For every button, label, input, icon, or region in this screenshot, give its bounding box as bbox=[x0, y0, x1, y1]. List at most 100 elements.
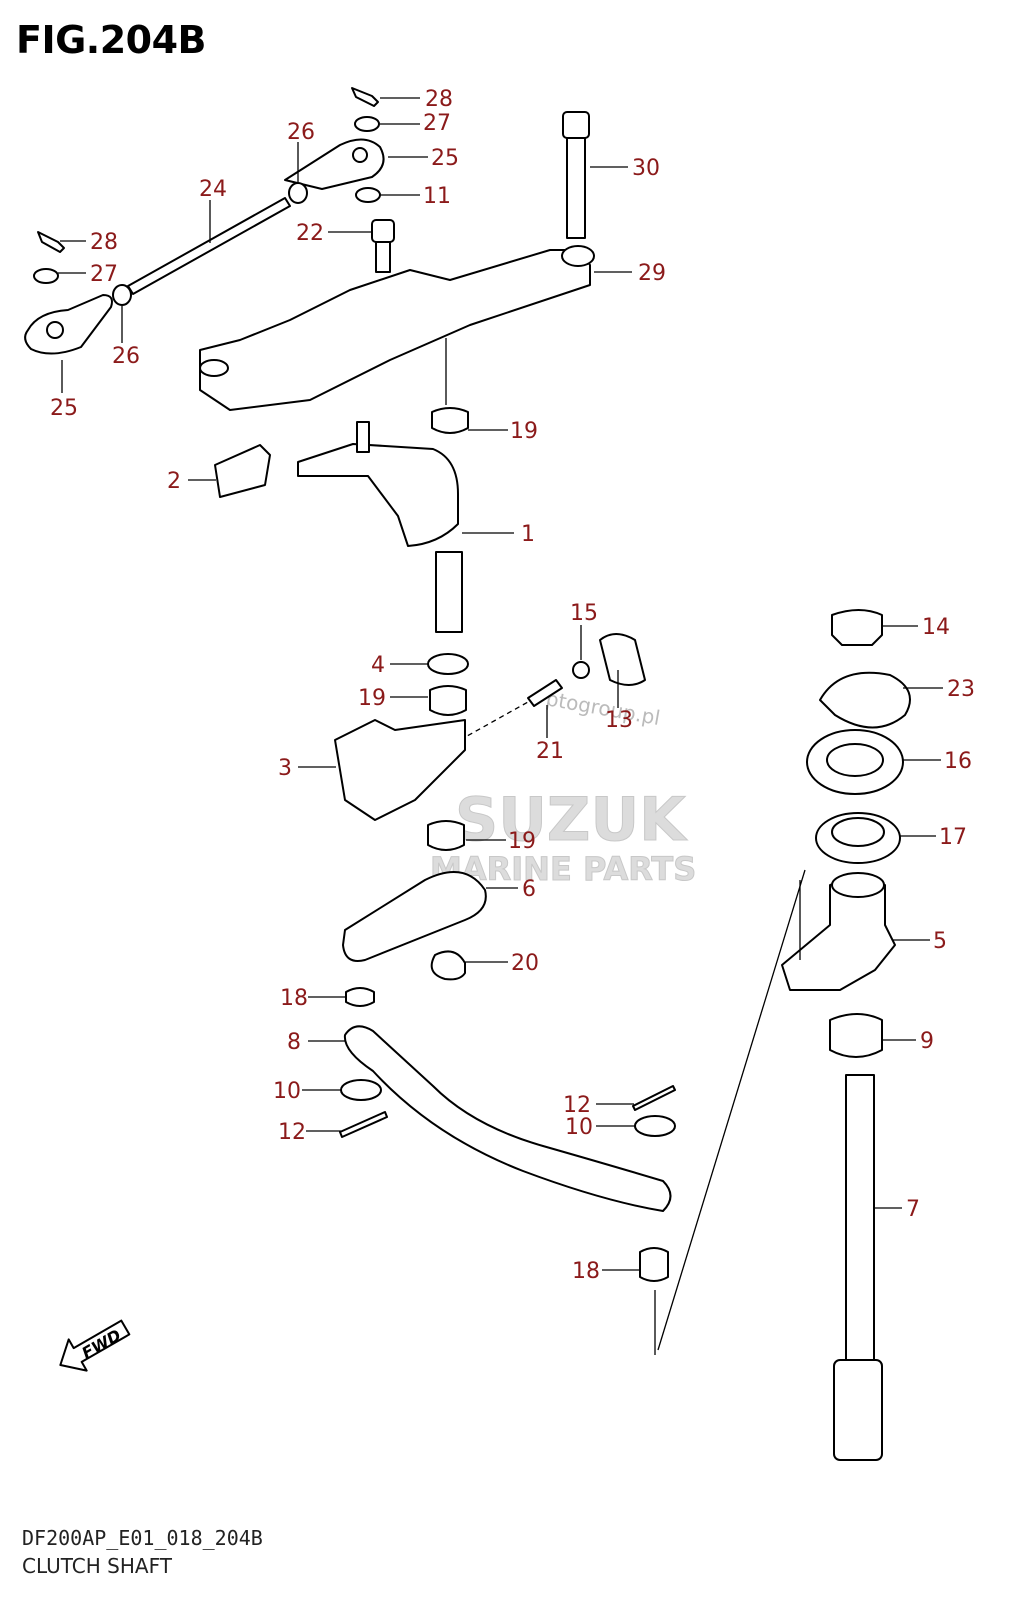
callout-14: 14 bbox=[922, 615, 950, 640]
callout-8: 8 bbox=[287, 1030, 301, 1055]
callouts bbox=[58, 97, 943, 1271]
washer-4 bbox=[427, 653, 469, 675]
washer-10-right bbox=[634, 1115, 676, 1137]
callout-27: 27 bbox=[423, 111, 451, 136]
bushing-19-lower bbox=[427, 820, 465, 851]
callout-28: 28 bbox=[425, 87, 453, 112]
bushing-19-top bbox=[431, 407, 469, 434]
callout-10: 10 bbox=[273, 1079, 301, 1104]
washer-27-left bbox=[33, 268, 59, 284]
washer-27-top bbox=[354, 116, 380, 132]
bushing-18-lower bbox=[639, 1247, 669, 1282]
callout-27: 27 bbox=[90, 262, 118, 287]
callout-17: 17 bbox=[939, 825, 967, 850]
bracket-29-boss bbox=[561, 245, 595, 267]
rod-end-left bbox=[24, 294, 113, 355]
callout-12: 12 bbox=[563, 1093, 591, 1118]
callout-26: 26 bbox=[112, 344, 140, 369]
callout-18: 18 bbox=[280, 986, 308, 1011]
callout-19: 19 bbox=[358, 686, 386, 711]
callout-22: 22 bbox=[296, 221, 324, 246]
callout-5: 5 bbox=[933, 929, 947, 954]
shift-pin bbox=[356, 421, 370, 453]
circlip-20 bbox=[430, 950, 466, 981]
cotter-12-left bbox=[339, 1111, 388, 1138]
snap-ring-23 bbox=[819, 671, 911, 729]
figure-code: DF200AP_E01_018_204B bbox=[22, 1526, 263, 1550]
callout-28: 28 bbox=[90, 230, 118, 255]
rod-end-top-hole bbox=[352, 147, 368, 163]
bearing-16-inner bbox=[826, 743, 884, 777]
callout-16: 16 bbox=[944, 749, 972, 774]
callout-30: 30 bbox=[632, 156, 660, 181]
callout-25: 25 bbox=[50, 396, 78, 421]
figure-caption: CLUTCH SHAFT bbox=[22, 1554, 172, 1578]
callout-24: 24 bbox=[199, 177, 227, 202]
callout-1: 1 bbox=[521, 522, 535, 547]
clutch-shaft-7-tip bbox=[833, 1359, 883, 1461]
callout-23: 23 bbox=[947, 677, 975, 702]
bolt-30-shank bbox=[566, 137, 586, 239]
shift-shaft bbox=[435, 551, 463, 633]
callout-25: 25 bbox=[431, 146, 459, 171]
callout-18: 18 bbox=[572, 1259, 600, 1284]
bushing-18-upper bbox=[345, 987, 375, 1007]
bushing-19-mid bbox=[429, 685, 467, 716]
callout-2: 2 bbox=[167, 469, 181, 494]
watermark-brand: SUZUK bbox=[455, 785, 688, 855]
bolt-30-head bbox=[562, 111, 590, 139]
callout-6: 6 bbox=[522, 877, 536, 902]
fwd-arrow: FWD bbox=[59, 1319, 131, 1372]
rod-end-top bbox=[284, 138, 385, 190]
callout-12: 12 bbox=[278, 1120, 306, 1145]
washer-11 bbox=[355, 187, 381, 203]
cotter-12-right bbox=[632, 1085, 676, 1111]
figure-title: FIG.204B bbox=[16, 18, 207, 62]
bracket-29-left-boss bbox=[199, 359, 229, 377]
seal-17-inner bbox=[831, 817, 885, 847]
callout-20: 20 bbox=[511, 951, 539, 976]
shift-lever-1 bbox=[297, 443, 459, 547]
callout-labels: 2827251126242827262530222919211514419132… bbox=[50, 87, 975, 1284]
nut-26-left bbox=[112, 284, 132, 306]
clutch-shaft-7 bbox=[845, 1074, 875, 1376]
callout-29: 29 bbox=[638, 261, 666, 286]
watermark: SUZUK MARINE PARTS ptogroup.pl bbox=[430, 686, 697, 888]
callout-21: 21 bbox=[536, 739, 564, 764]
threaded-rod bbox=[127, 197, 291, 295]
arm-6 bbox=[342, 871, 487, 962]
watermark-subtitle: MARINE PARTS bbox=[430, 850, 696, 888]
shift-cam-3 bbox=[334, 719, 466, 821]
clip-pin-top bbox=[351, 87, 379, 107]
clamp-2 bbox=[214, 444, 271, 498]
bolt-22-head bbox=[371, 219, 395, 243]
housing-5-top bbox=[831, 872, 885, 898]
callout-13: 13 bbox=[605, 708, 633, 733]
callout-3: 3 bbox=[278, 756, 292, 781]
callout-26: 26 bbox=[287, 120, 315, 145]
callout-15: 15 bbox=[570, 601, 598, 626]
fwd-arrow-shape bbox=[59, 1319, 131, 1372]
ball-15 bbox=[572, 661, 590, 679]
bracket-29 bbox=[199, 249, 591, 411]
rod-end-left-hole bbox=[46, 321, 64, 339]
callout-10: 10 bbox=[565, 1115, 593, 1140]
collar-9 bbox=[829, 1013, 883, 1058]
spring-21 bbox=[527, 679, 563, 707]
callout-4: 4 bbox=[371, 653, 385, 678]
watermark-url: ptogroup.pl bbox=[544, 686, 662, 730]
callout-11: 11 bbox=[423, 184, 451, 209]
nut-26-top bbox=[288, 182, 308, 204]
plug-14 bbox=[831, 609, 883, 646]
link-8 bbox=[343, 1025, 672, 1212]
callout-19: 19 bbox=[508, 829, 536, 854]
washer-10-left bbox=[340, 1079, 382, 1101]
callout-9: 9 bbox=[920, 1029, 934, 1054]
callout-7: 7 bbox=[906, 1197, 920, 1222]
housing-5 bbox=[781, 878, 896, 991]
clip-pin-left bbox=[37, 231, 65, 253]
bolt-22-shank bbox=[375, 241, 391, 273]
callout-19: 19 bbox=[510, 419, 538, 444]
sleeve-13 bbox=[599, 633, 646, 686]
